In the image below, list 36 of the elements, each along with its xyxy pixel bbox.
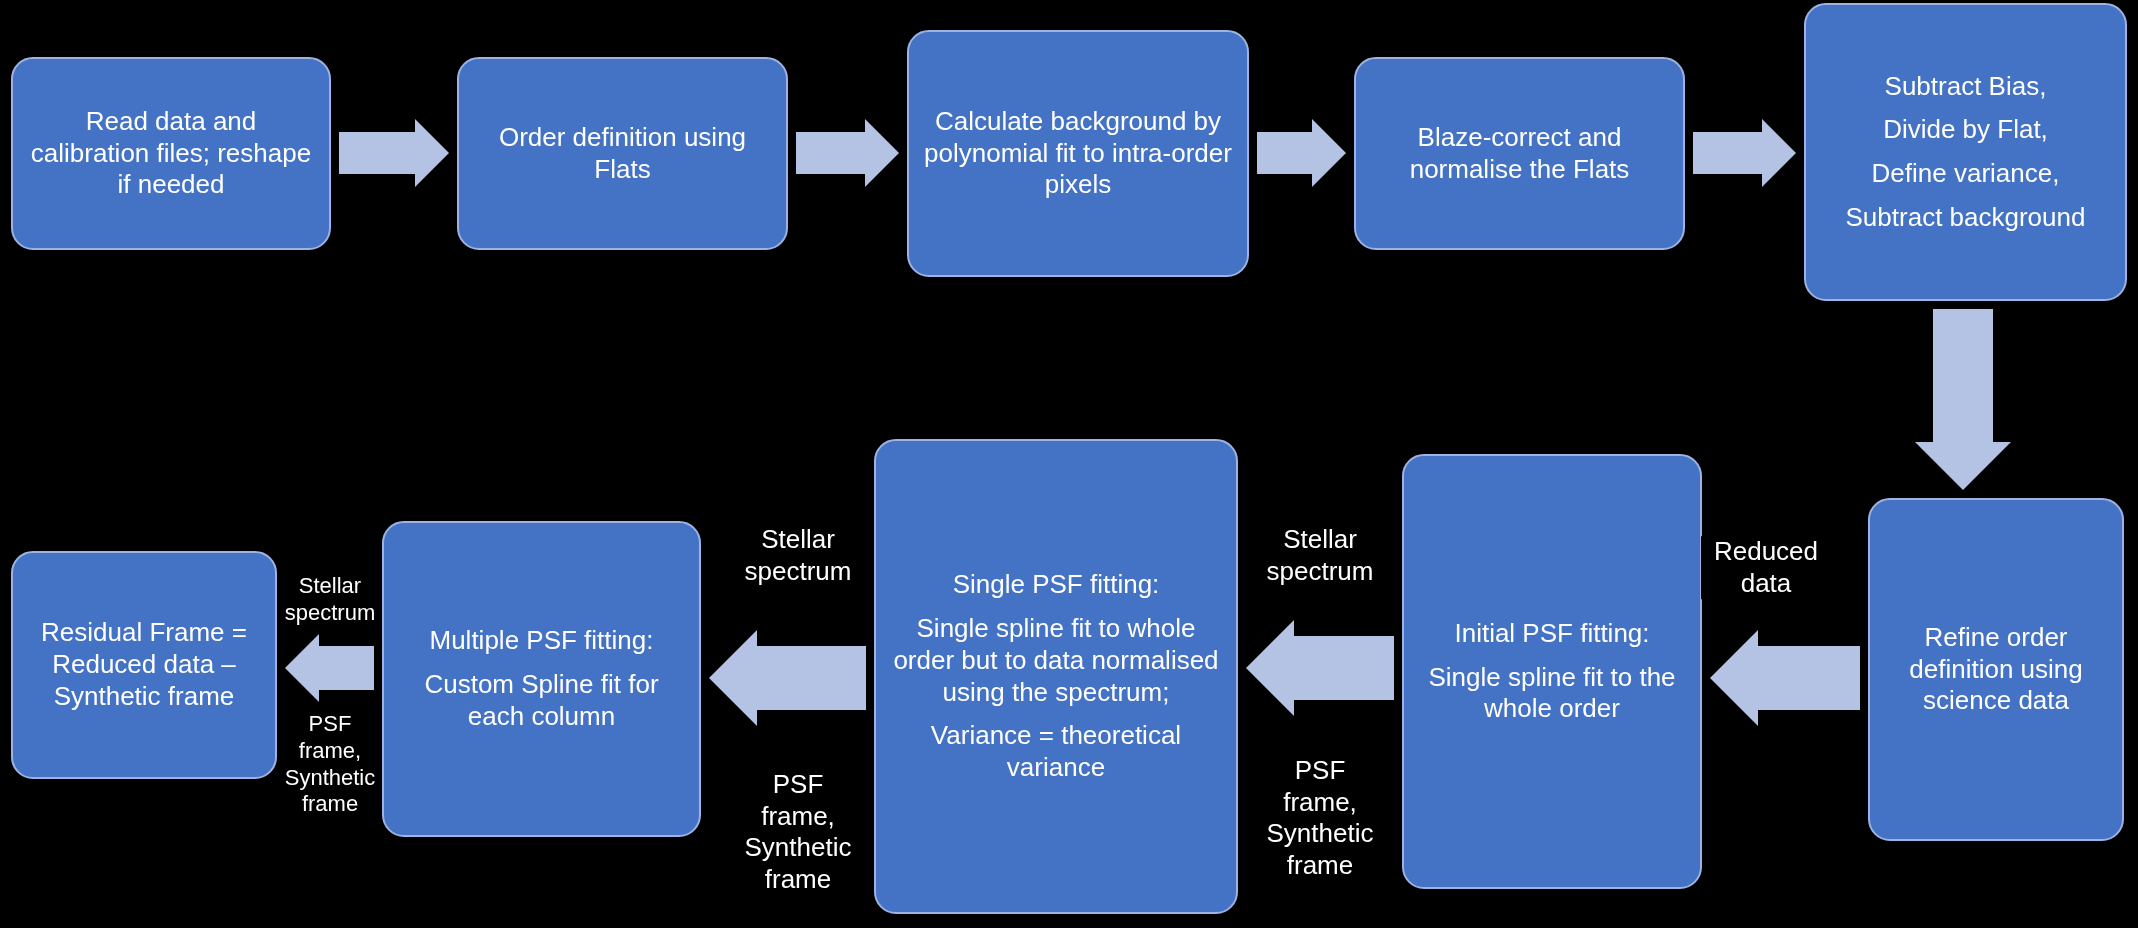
process-box — [1868, 498, 2124, 841]
process-box — [382, 521, 701, 837]
process-box — [11, 57, 331, 250]
step-text: Blaze-correct and normalise the Flats — [1408, 121, 1631, 186]
step-heading: Multiple PSF fitting: — [429, 625, 654, 658]
block-arrow — [1915, 309, 2011, 490]
block-arrow — [709, 630, 866, 726]
block-arrow — [1693, 119, 1796, 187]
block-arrow — [1246, 620, 1394, 716]
step-text: Refine order definition using science data — [1908, 621, 2084, 718]
step-heading: Subtract Bias, — [1884, 70, 2047, 103]
step-text: Divide by Flat, — [1883, 114, 2048, 146]
block-arrow — [339, 119, 449, 187]
process-box — [457, 57, 788, 250]
process-box — [907, 30, 1249, 277]
step-text: Subtract background — [1845, 201, 2086, 234]
step-text: Single spline fit to the whole order — [1427, 661, 1677, 726]
step-text: Read data and calibration files; reshape if needed — [29, 105, 313, 202]
block-arrow — [1257, 119, 1346, 187]
step-text: Variance = theoretical variance — [929, 720, 1183, 784]
process-box — [1402, 454, 1702, 889]
step-heading: Initial PSF fitting: — [1454, 617, 1650, 650]
block-arrow — [285, 634, 374, 702]
step-text: Residual Frame = Reduced data – Synthetic frame — [40, 617, 248, 713]
step-text: Calculate background by polynomial fit to intra-order pixels — [923, 105, 1233, 202]
block-arrow — [796, 119, 899, 187]
step-text: Custom Spline fit for each column — [423, 669, 660, 733]
step-heading: Single PSF fitting: — [952, 569, 1160, 602]
process-box — [1804, 3, 2127, 301]
step-text: Order definition using Flats — [497, 121, 748, 186]
process-box — [874, 439, 1238, 914]
step-text: Define variance, — [1871, 158, 2060, 190]
block-arrow — [1710, 630, 1860, 726]
process-box — [11, 551, 277, 779]
step-text: Single spline fit to whole order but to data normalised using the spectrum; — [892, 613, 1220, 709]
process-box — [1354, 57, 1685, 250]
